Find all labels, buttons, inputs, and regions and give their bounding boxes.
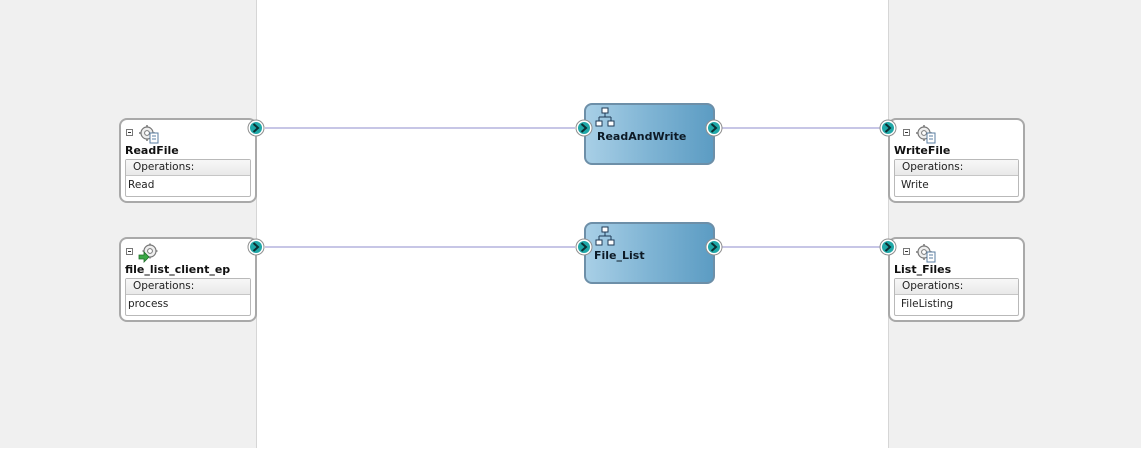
operations-box: Operations: process [125, 278, 251, 316]
component-input-port-icon[interactable] [575, 119, 593, 137]
external-references-lane [888, 0, 1141, 448]
collapse-icon[interactable] [126, 129, 133, 136]
service-file-list-client-ep[interactable]: file_list_client_ep Operations: process [119, 237, 257, 322]
service-readfile[interactable]: ReadFile Operations: Read [119, 118, 257, 203]
exposed-services-lane [0, 0, 257, 448]
adapter-gear-icon [916, 244, 936, 263]
component-name: File_List [594, 249, 645, 262]
collapse-icon[interactable] [903, 248, 910, 255]
canvas-bottom-strip [0, 448, 1141, 471]
reference-port-icon[interactable] [879, 238, 897, 256]
operation-item[interactable]: Read [128, 179, 155, 191]
adapter-gear-icon [916, 125, 936, 144]
reference-list-files[interactable]: List_Files Operations: FileListing [888, 237, 1025, 322]
reference-port-icon[interactable] [879, 119, 897, 137]
collapse-icon[interactable] [126, 248, 133, 255]
component-output-port-icon[interactable] [705, 119, 723, 137]
reference-name: WriteFile [894, 144, 951, 157]
component-file-list[interactable]: File_List [584, 222, 715, 284]
service-name: file_list_client_ep [125, 263, 231, 276]
service-port-icon[interactable] [247, 119, 265, 137]
service-gear-icon [139, 125, 159, 144]
operations-box: Operations: Read [125, 159, 251, 197]
operations-header: Operations: [895, 279, 1018, 295]
bpel-process-icon [595, 107, 615, 127]
component-output-port-icon[interactable] [705, 238, 723, 256]
reference-writefile[interactable]: WriteFile Operations: Write [888, 118, 1025, 203]
operation-item[interactable]: process [128, 298, 169, 310]
component-readandwrite[interactable]: ReadAndWrite [584, 103, 715, 165]
service-port-icon[interactable] [247, 238, 265, 256]
component-name: ReadAndWrite [597, 130, 687, 143]
operations-box: Operations: Write [894, 159, 1019, 197]
reference-name: List_Files [894, 263, 952, 276]
collapse-icon[interactable] [903, 129, 910, 136]
operations-header: Operations: [126, 279, 250, 295]
operation-item[interactable]: Write [901, 179, 929, 191]
service-name: ReadFile [125, 144, 179, 157]
components-lane [257, 0, 888, 448]
operations-box: Operations: FileListing [894, 278, 1019, 316]
bpel-process-icon [595, 226, 615, 246]
web-service-gear-icon [138, 243, 158, 263]
operation-item[interactable]: FileListing [901, 298, 954, 310]
component-input-port-icon[interactable] [575, 238, 593, 256]
operations-header: Operations: [895, 160, 1018, 176]
operations-header: Operations: [126, 160, 250, 176]
